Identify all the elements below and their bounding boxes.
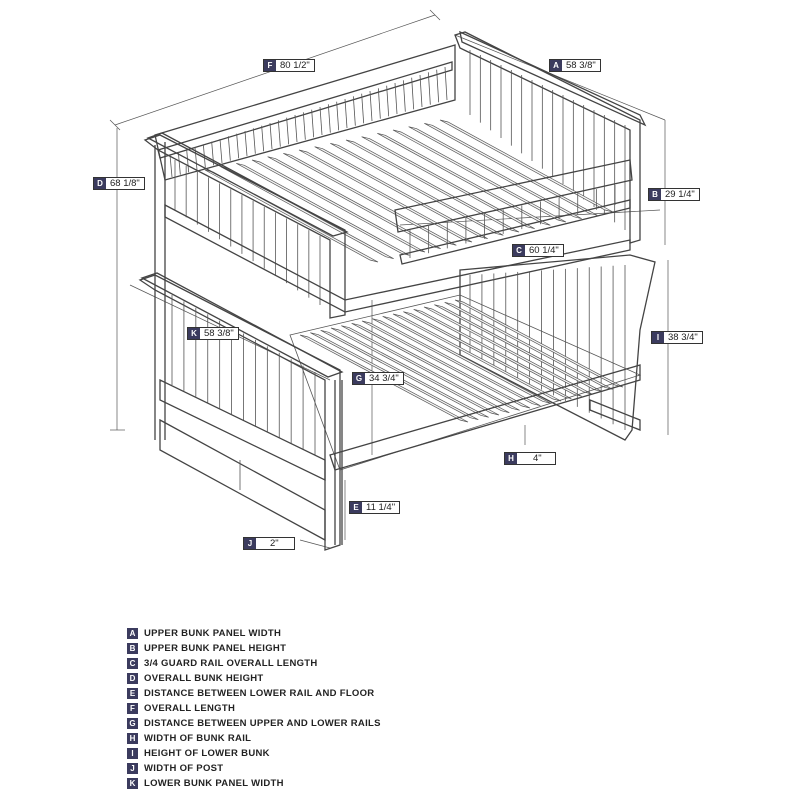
callout-e-rail-floor-distance: E 11 1/4" xyxy=(349,501,401,514)
callout-j-post-width: J 2" xyxy=(243,537,295,550)
bunk-bed-line-drawing xyxy=(109,9,669,551)
callout-i-lower-bunk-height: I 38 3/4" xyxy=(651,331,703,344)
callout-f-overall-length: F 80 1/2" xyxy=(263,59,315,72)
callout-k-lower-panel-width: K 58 3/8" xyxy=(187,327,239,340)
callout-g-rail-distance: G 34 3/4" xyxy=(352,372,404,385)
callout-h-rail-width: H 4" xyxy=(504,452,556,465)
callout-b-upper-panel-height: B 29 1/4" xyxy=(648,188,700,201)
callout-c-guard-rail-length: C 60 1/4" xyxy=(512,244,564,257)
upper-bunk xyxy=(143,30,647,440)
dimension-lines xyxy=(109,9,669,549)
lower-bunk xyxy=(138,254,656,551)
callout-a-upper-panel-width: A 58 3/8" xyxy=(549,59,601,72)
callout-d-overall-height: D 68 1/8" xyxy=(93,177,145,190)
